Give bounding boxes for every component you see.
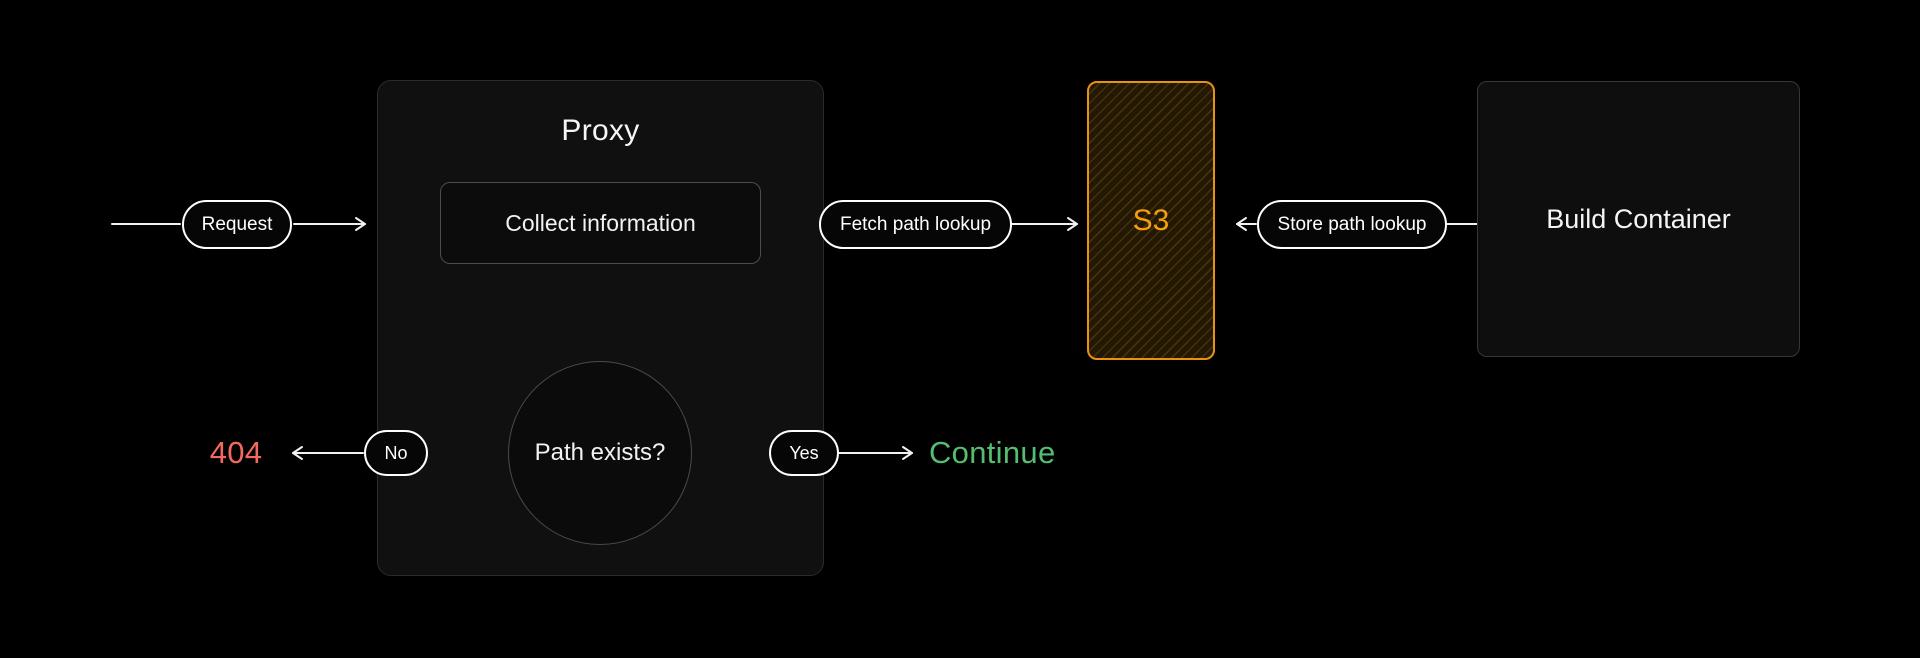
fetch-path-lookup-edge-label: Fetch path lookup bbox=[839, 213, 992, 235]
not-found-outcome-label: 404 bbox=[209, 435, 263, 470]
store-path-lookup-edge-label: Store path lookup bbox=[1277, 213, 1427, 235]
proxy-title: Proxy bbox=[561, 114, 640, 147]
build-container-label: Build Container bbox=[1546, 203, 1731, 234]
s3-label: S3 bbox=[1132, 203, 1170, 237]
store-path-lookup-edge-pill: Store path lookup bbox=[1257, 200, 1447, 249]
yes-branch-label: Yes bbox=[789, 442, 819, 463]
no-branch-pill: No bbox=[364, 430, 428, 476]
collect-information-label: Collect information bbox=[505, 209, 696, 236]
request-edge-pill: Request bbox=[182, 200, 292, 249]
path-exists-label: Path exists? bbox=[534, 439, 666, 466]
collect-information-node: Collect information bbox=[440, 182, 761, 264]
yes-branch-pill: Yes bbox=[769, 430, 839, 476]
request-edge-label: Request bbox=[201, 213, 273, 235]
build-container-node: Build Container bbox=[1477, 81, 1800, 357]
no-branch-label: No bbox=[384, 442, 408, 463]
path-exists-decision-node: Path exists? bbox=[508, 361, 692, 545]
fetch-path-lookup-edge-pill: Fetch path lookup bbox=[819, 200, 1012, 249]
continue-outcome-label: Continue bbox=[929, 435, 1056, 470]
s3-node: S3 bbox=[1087, 81, 1215, 360]
